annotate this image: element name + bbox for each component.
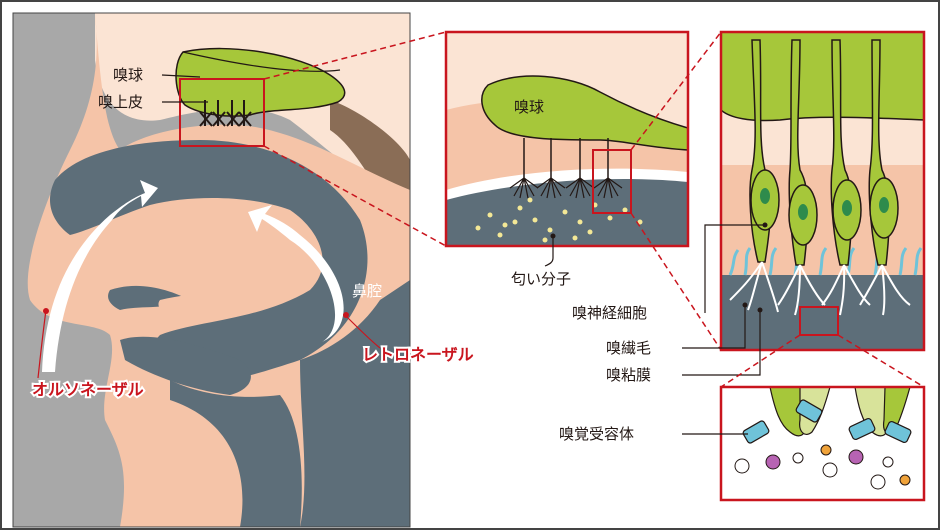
olfactory-epithelium-nerves (199, 100, 252, 127)
olfactory-bulb-head (175, 47, 346, 117)
label-olfactory-receptor: 嗅覚受容体 (559, 425, 634, 443)
label-orthonasal: オルソネーザル (32, 380, 144, 399)
zoom1-frame (444, 30, 690, 248)
head-cross-section (13, 13, 410, 527)
label-retronasal: レトロネーザル (362, 345, 474, 364)
head-panel-border (12, 12, 411, 528)
axon-tufts (509, 177, 623, 199)
label-olfactory-mucosa: 嗅粘膜 (606, 366, 651, 384)
zoom-epithelium-panel (446, 32, 688, 246)
label-olfactory-neuron: 嗅神経細胞 (572, 304, 647, 322)
highlight-box-neuron (592, 149, 632, 214)
odor-molecule-dots (475, 197, 643, 243)
orthonasal-arrow (42, 180, 158, 372)
receptor-proteins (742, 399, 912, 444)
olfactory-bulb-zoom (481, 75, 688, 151)
label-olfactory-epithelium: 嗅上皮 (98, 93, 143, 111)
highlight-box-receptor (799, 306, 839, 336)
molecules (734, 444, 911, 490)
label-nasal-cavity: 鼻腔 (352, 282, 382, 300)
zoom-neuron-panel (721, 32, 924, 350)
label-detail-bulb: 嗅球 (514, 98, 544, 116)
zoom-receptor-panel (721, 387, 924, 500)
nasal-cavity (50, 140, 368, 384)
highlight-box-epithelium (179, 78, 265, 147)
neuron-cells (749, 39, 899, 266)
label-olfactory-cilia: 嗅繊毛 (606, 339, 651, 357)
label-odor-molecules: 匂い分子 (511, 270, 571, 288)
retronasal-arrow (248, 205, 344, 342)
label-olfactory-bulb: 嗅球 (113, 66, 143, 84)
zoom3-frame (719, 385, 926, 502)
zoom2-frame (719, 30, 926, 352)
leader-bulb (161, 74, 201, 78)
